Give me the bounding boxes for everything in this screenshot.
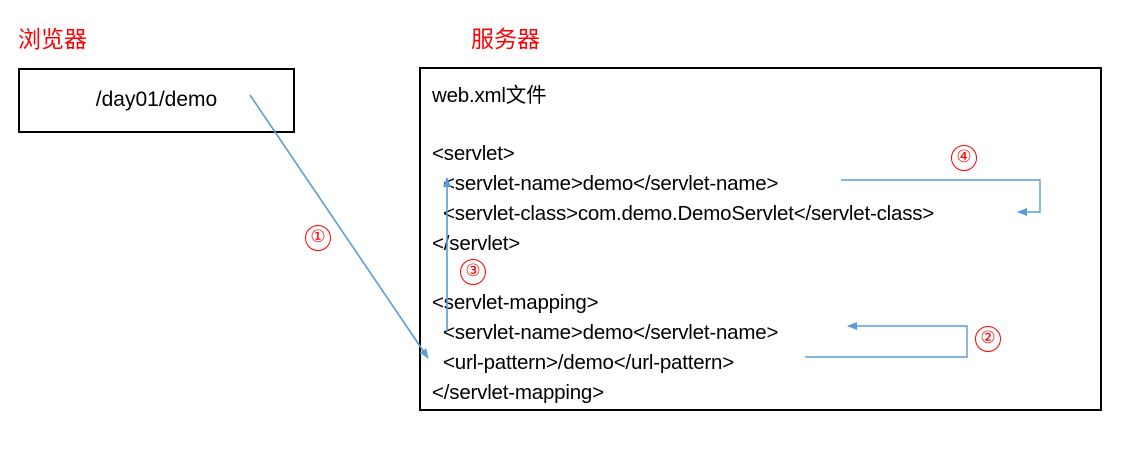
browser-url-text: /day01/demo [95, 88, 218, 111]
code-line-servlet-mapping-close: </servlet-mapping> [432, 381, 604, 404]
code-line-url-pattern: <url-pattern>/demo</url-pattern> [432, 351, 735, 374]
marker-1: ① [305, 225, 331, 251]
code-line-servlet-mapping-open: <servlet-mapping> [432, 291, 599, 314]
code-line-servlet-class: <servlet-class>com.demo.DemoServlet</ser… [432, 202, 935, 225]
code-line-servlet-open: <servlet> [432, 142, 515, 165]
webxml-file-label: web.xml文件 [432, 84, 547, 107]
marker-4: ④ [951, 145, 977, 171]
server-heading: 服务器 [471, 27, 540, 53]
arrow-request-to-url-pattern [249, 94, 429, 359]
server-box: web.xml文件 <servlet> <servlet-name>demo</… [419, 67, 1102, 411]
marker-3: ③ [460, 259, 486, 285]
browser-box: /day01/demo [18, 68, 295, 133]
code-line-mapping-servlet-name: <servlet-name>demo</servlet-name> [432, 321, 779, 344]
marker-2: ② [975, 326, 1001, 352]
code-line-servlet-name: <servlet-name>demo</servlet-name> [432, 172, 779, 195]
browser-heading: 浏览器 [18, 27, 87, 53]
code-line-servlet-close: </servlet> [432, 232, 521, 255]
